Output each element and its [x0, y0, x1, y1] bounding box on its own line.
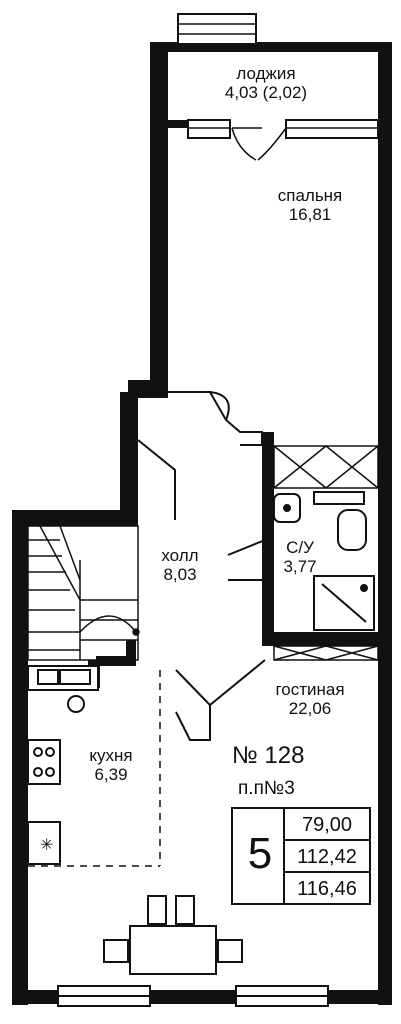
apartment-number: № 128	[232, 742, 305, 769]
room-bathroom-area: 3,77	[283, 557, 317, 576]
room-kitchen-area: 6,39	[94, 765, 128, 784]
kitchen-zone	[28, 670, 161, 867]
room-hall-name: холл	[161, 546, 199, 565]
area-summary-box	[231, 807, 371, 905]
room-kitchen-name: кухня	[89, 746, 133, 765]
room-loggia-area: 4,03 (2,02)	[224, 83, 308, 102]
area-value-3: 116,46	[297, 878, 357, 900]
bottom-windows	[57, 985, 329, 1007]
room-living-name: гостиная	[275, 680, 345, 699]
room-loggia: лоджия 4,03 (2,02)	[206, 64, 326, 102]
room-kitchen: кухня 6,39	[66, 746, 156, 784]
room-hall-area: 8,03	[163, 565, 197, 584]
room-living-area: 22,06	[288, 699, 332, 718]
loggia-partition	[168, 119, 379, 161]
room-bedroom-area: 16,81	[288, 205, 332, 224]
room-bedroom-name: спальня	[277, 186, 343, 205]
dining-table	[103, 895, 243, 975]
area-value-2: 112,42	[297, 846, 357, 868]
room-living: гостиная 22,06	[250, 680, 370, 718]
wardrobe-upper	[273, 445, 379, 489]
room-hall: холл 8,03	[130, 546, 230, 584]
room-bathroom-name: С/У	[286, 538, 314, 557]
kitchen-counter	[27, 665, 99, 865]
top-window	[177, 13, 257, 45]
room-bedroom: спальня 16,81	[250, 186, 370, 224]
staircase	[27, 525, 140, 661]
area-value-1: 79,00	[301, 814, 353, 836]
room-loggia-name: лоджия	[236, 64, 296, 83]
room-bathroom: С/У 3,77	[262, 538, 338, 576]
freezer-icon: ✳	[40, 835, 53, 854]
rooms-count: 5	[247, 829, 273, 878]
bathroom-fixtures	[273, 491, 375, 631]
apartment-entrance: п.п№3	[238, 778, 295, 799]
wardrobe-lower	[273, 645, 379, 661]
